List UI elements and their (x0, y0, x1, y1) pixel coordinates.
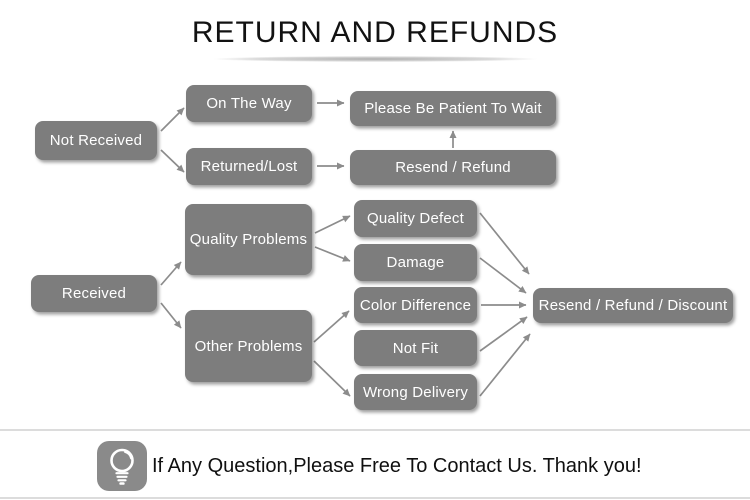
flow-arrow (160, 261, 182, 286)
flow-arrow (479, 257, 527, 294)
node-color-difference: Color Difference (354, 287, 477, 323)
light-bulb-icon (97, 441, 147, 491)
node-quality-problems: Quality Problems (185, 204, 312, 275)
flow-arrow (314, 215, 351, 234)
node-received: Received (31, 275, 157, 312)
flow-arrow (314, 246, 351, 262)
node-other-problems: Other Problems (185, 310, 312, 382)
node-quality-defect: Quality Defect (354, 200, 477, 237)
flow-arrow (160, 107, 185, 132)
node-wrong-delivery: Wrong Delivery (354, 374, 477, 410)
node-please-be-patient: Please Be Patient To Wait (350, 91, 556, 126)
flow-arrow (313, 310, 350, 343)
node-resend-refund: Resend / Refund (350, 150, 556, 185)
flow-arrow (479, 316, 528, 352)
footer-divider-bottom (0, 497, 750, 499)
flow-arrow (313, 360, 351, 397)
flow-arrow (479, 212, 530, 275)
node-damage: Damage (354, 244, 477, 281)
footer-divider-top (0, 429, 750, 431)
node-resend-refund-discount: Resend / Refund / Discount (533, 288, 733, 323)
flow-arrow (160, 149, 185, 173)
node-returned-lost: Returned/Lost (186, 148, 312, 185)
footer-message: If Any Question,Please Free To Contact U… (152, 454, 642, 477)
flow-arrow (479, 333, 531, 397)
title-underline-shadow (158, 55, 592, 63)
node-not-received: Not Received (35, 121, 157, 160)
flow-arrow (160, 302, 182, 329)
node-on-the-way: On The Way (186, 85, 312, 122)
node-not-fit: Not Fit (354, 330, 477, 366)
page-title: RETURN AND REFUNDS (191, 16, 559, 49)
